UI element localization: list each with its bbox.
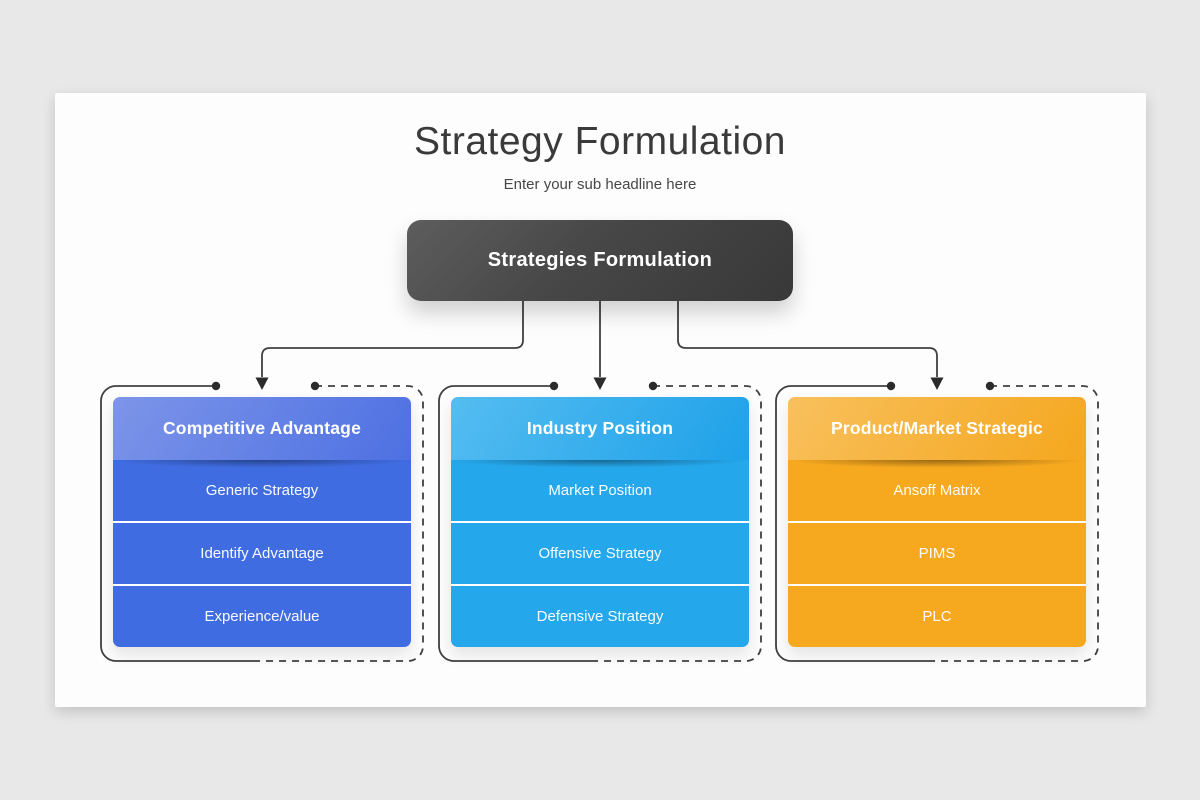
- card-title: Product/Market Strategic: [831, 418, 1043, 438]
- card-header: Industry Position: [451, 397, 749, 469]
- card-item: Experience/value: [113, 584, 411, 647]
- card-industry-position: Industry Position Market Position Offens…: [451, 397, 749, 647]
- card-product-market-strategic: Product/Market Strategic Ansoff Matrix P…: [788, 397, 1086, 647]
- card-item: Ansoff Matrix: [788, 460, 1086, 521]
- card-item: Defensive Strategy: [451, 584, 749, 647]
- card-item: PLC: [788, 584, 1086, 647]
- card-competitive-advantage: Competitive Advantage Generic Strategy I…: [113, 397, 411, 647]
- root-node: Strategies Formulation: [407, 220, 793, 301]
- card-item: Identify Advantage: [113, 521, 411, 584]
- card-header: Competitive Advantage: [113, 397, 411, 469]
- card-title: Industry Position: [526, 418, 674, 438]
- page-title: Strategy Formulation: [414, 120, 786, 163]
- root-node-label: Strategies Formulation: [487, 249, 713, 271]
- card-item: Offensive Strategy: [451, 521, 749, 584]
- card-item: Market Position: [451, 460, 749, 521]
- card-item: PIMS: [788, 521, 1086, 584]
- card-item: Generic Strategy: [113, 460, 411, 521]
- card-title: Competitive Advantage: [162, 418, 362, 438]
- page-subtitle: Enter your sub headline here: [503, 176, 697, 193]
- card-header: Product/Market Strategic: [788, 397, 1086, 469]
